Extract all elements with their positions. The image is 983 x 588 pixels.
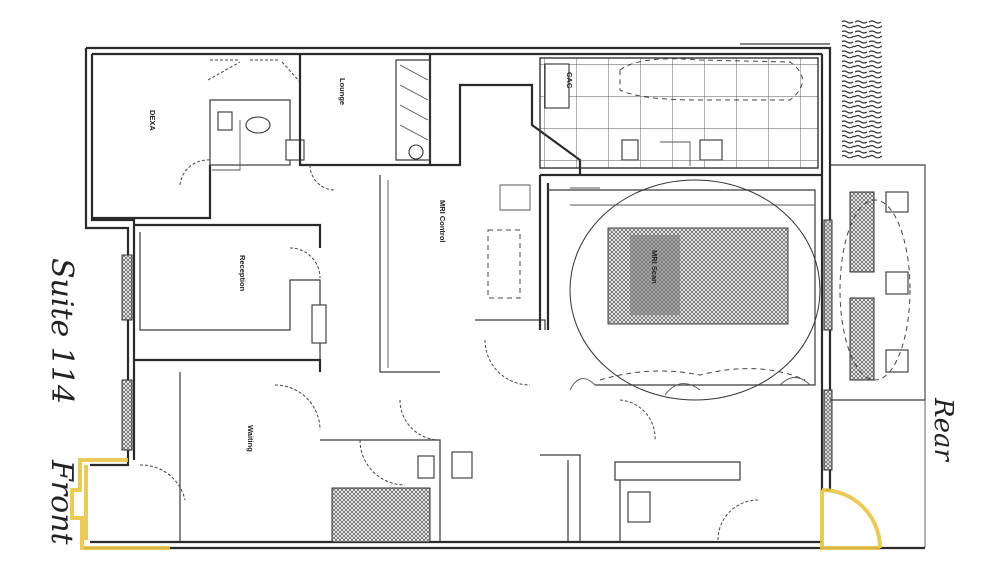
lounge-room: Lounge xyxy=(298,54,432,191)
lower-restroom xyxy=(320,399,473,543)
left-windows xyxy=(121,219,833,471)
cac-label: CAC xyxy=(565,72,574,89)
waiting-room: Waiting xyxy=(134,358,322,542)
landscape-strip xyxy=(842,20,882,160)
dexa-room: DEXA xyxy=(92,110,241,220)
reception-room: Reception xyxy=(134,223,327,360)
lower-service-rooms xyxy=(540,399,759,542)
cac-room: CAC xyxy=(539,57,819,169)
rear-label: Rear xyxy=(928,397,958,462)
rear-platform xyxy=(830,164,926,548)
front-door xyxy=(70,458,170,550)
mri-control-label: MRI Control xyxy=(438,200,447,243)
dexa-label: DEXA xyxy=(148,110,157,131)
reception-label: Reception xyxy=(238,255,247,292)
suite-label: Suite 114 xyxy=(44,258,79,404)
upper-restroom xyxy=(207,59,305,166)
mri-scan-label: MRI Scan xyxy=(650,250,659,284)
lounge-label: Lounge xyxy=(338,78,347,105)
rear-door xyxy=(820,488,882,550)
mri-scan-room: MRI Scan xyxy=(538,173,822,401)
waiting-label: Waiting xyxy=(246,425,255,452)
front-label: Front xyxy=(44,459,79,546)
